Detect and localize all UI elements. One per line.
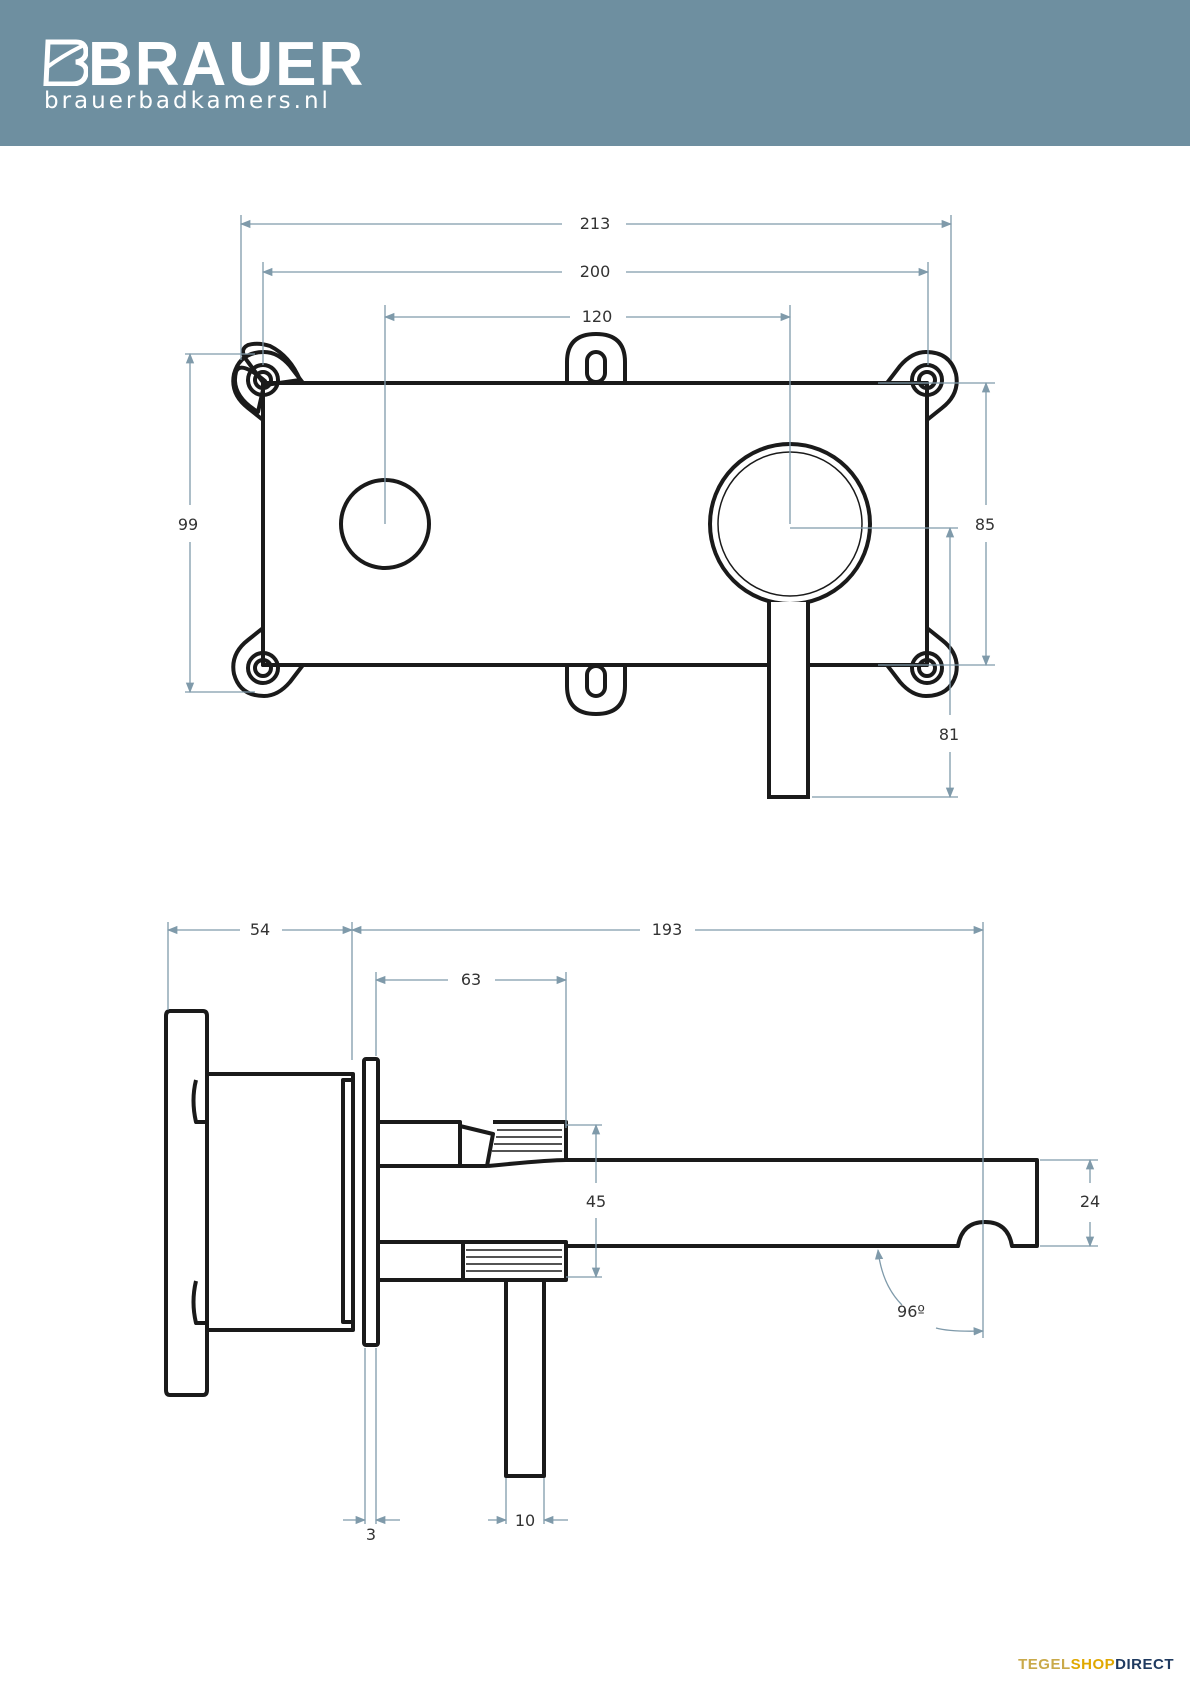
dim-center-distance: 120 [582,307,613,326]
dim-angle: 96º [897,1302,925,1321]
back-flange [164,1009,209,1397]
header-banner: BRAUER brauerbadkamers.nl [0,0,1190,146]
side-view: 54 193 63 45 24 96º 3 10 [164,920,1100,1544]
mounting-plate [231,332,959,716]
dim-plate-width: 200 [580,262,611,281]
dim-plate-height: 85 [975,515,995,534]
mixer-body [205,1072,355,1332]
tegelshopdirect-logo: TEGELSHOPDIRECT [1018,1656,1174,1673]
mixer-handle [767,602,810,799]
dim-spout-height: 24 [1080,1192,1100,1211]
website-url: brauerbadkamers.nl [44,88,331,114]
footer-logo-part3: DIRECT [1115,1656,1174,1673]
dim-box-depth: 54 [250,920,270,939]
dim-total-width: 213 [580,214,611,233]
wall-plate [362,1057,380,1347]
brand-name: BRAUER [88,30,366,99]
front-view: 213 200 120 99 85 81 [178,214,995,799]
dim-plate-thickness: 3 [366,1525,376,1544]
dim-projection: 193 [652,920,683,939]
spout [566,1158,1039,1248]
footer-logo-part1: TEGEL [1018,1656,1071,1673]
footer-logo-part2: SHOP [1070,1656,1116,1673]
brauer-logo-icon [43,39,88,86]
dim-handle-length: 81 [939,725,959,744]
dim-spout-offset: 63 [461,970,481,989]
dim-total-height: 99 [178,515,198,534]
side-handle [504,1280,546,1478]
dim-collar-height: 45 [586,1192,606,1211]
dim-handle-width: 10 [515,1511,535,1530]
